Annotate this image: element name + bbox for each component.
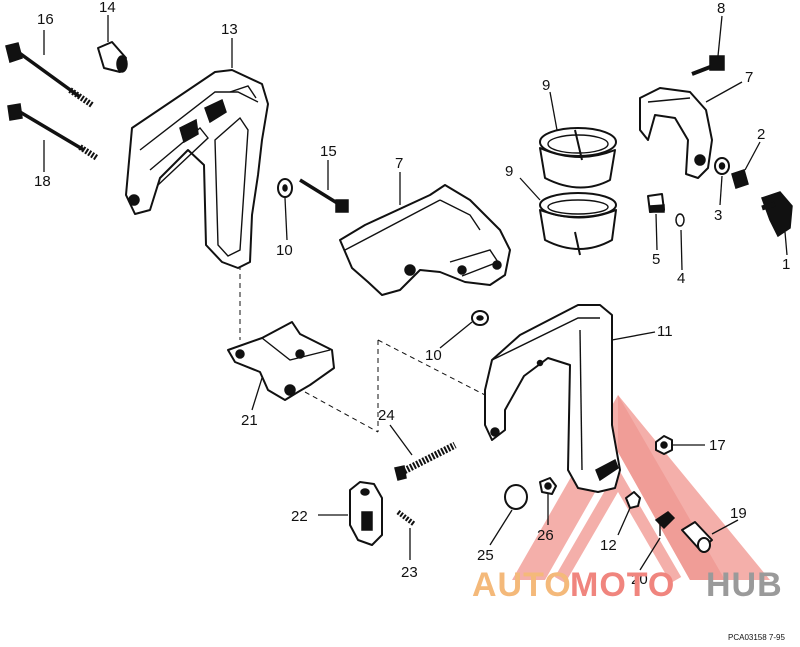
label-11: 11 bbox=[657, 323, 673, 340]
label-18: 18 bbox=[34, 173, 51, 190]
part-1-thumb-screw bbox=[761, 191, 793, 238]
part-25-washer bbox=[504, 484, 528, 510]
watermark-moto: MOTO bbox=[570, 566, 675, 604]
part-9-bushing-upper bbox=[539, 127, 617, 189]
part-10-washer-upper bbox=[277, 178, 293, 198]
watermark-text: AUTO MOTO HUB bbox=[472, 566, 783, 604]
label-22: 22 bbox=[291, 508, 308, 525]
label-1: 1 bbox=[782, 256, 790, 273]
label-19: 19 bbox=[730, 505, 747, 522]
label-7-swivel: 7 bbox=[395, 155, 403, 172]
label-14: 14 bbox=[99, 0, 116, 16]
part-10-washer-lower bbox=[471, 310, 489, 326]
label-7-clamp: 7 bbox=[745, 69, 753, 86]
part-8-bolt bbox=[691, 55, 725, 76]
label-15: 15 bbox=[320, 143, 337, 160]
label-4: 4 bbox=[677, 270, 685, 287]
part-3-washer bbox=[714, 157, 730, 175]
part-16-bolt bbox=[5, 42, 94, 108]
part-22-plate bbox=[349, 481, 383, 546]
label-8: 8 bbox=[717, 0, 725, 17]
label-10-lower: 10 bbox=[425, 347, 442, 364]
label-25: 25 bbox=[477, 547, 494, 564]
label-23: 23 bbox=[401, 564, 418, 581]
part-19-pin bbox=[681, 521, 713, 553]
figure-code: PCA03158 7-95 bbox=[728, 633, 785, 642]
label-12: 12 bbox=[600, 537, 617, 554]
callout-labels: 16 14 13 8 7 9 2 15 7 9 18 3 10 5 1 4 11… bbox=[34, 0, 790, 588]
assembly-dashed-lines bbox=[239, 265, 486, 433]
label-5: 5 bbox=[652, 251, 660, 268]
part-12-nut bbox=[625, 491, 641, 509]
part-20-clip bbox=[654, 511, 676, 536]
label-21: 21 bbox=[241, 412, 258, 429]
leader-lines bbox=[43, 15, 788, 571]
label-2: 2 bbox=[757, 126, 765, 143]
part-17-nut bbox=[655, 435, 673, 455]
part-2-spring bbox=[731, 169, 749, 189]
label-10-upper: 10 bbox=[276, 242, 293, 259]
part-13-clamp-bracket bbox=[125, 69, 269, 269]
part-7-swivel-bracket bbox=[339, 184, 511, 296]
label-13: 13 bbox=[221, 21, 238, 38]
part-9-bushing-lower bbox=[539, 192, 617, 256]
part-11-stern-bracket bbox=[484, 304, 621, 493]
label-9-lower: 9 bbox=[505, 163, 513, 180]
label-16: 16 bbox=[37, 11, 54, 28]
label-26: 26 bbox=[537, 527, 554, 544]
label-24: 24 bbox=[378, 407, 395, 424]
watermark-hub: HUB bbox=[706, 566, 783, 604]
part-7-bearing-clamp bbox=[639, 87, 713, 179]
label-3: 3 bbox=[714, 207, 722, 224]
part-21-link bbox=[227, 321, 335, 401]
part-5-block bbox=[647, 193, 665, 213]
part-14-bushing bbox=[97, 41, 128, 73]
part-26-nut bbox=[539, 477, 557, 495]
part-18-bolt bbox=[7, 103, 99, 161]
label-20: 20 bbox=[631, 571, 648, 588]
part-15-bolt bbox=[299, 178, 349, 213]
part-4-o-ring bbox=[675, 213, 685, 227]
part-24-threaded-rod bbox=[394, 441, 457, 481]
part-23-screw bbox=[396, 510, 416, 526]
label-17: 17 bbox=[709, 437, 726, 454]
label-9-upper: 9 bbox=[542, 77, 550, 94]
watermark-auto: AUTO bbox=[472, 566, 572, 604]
